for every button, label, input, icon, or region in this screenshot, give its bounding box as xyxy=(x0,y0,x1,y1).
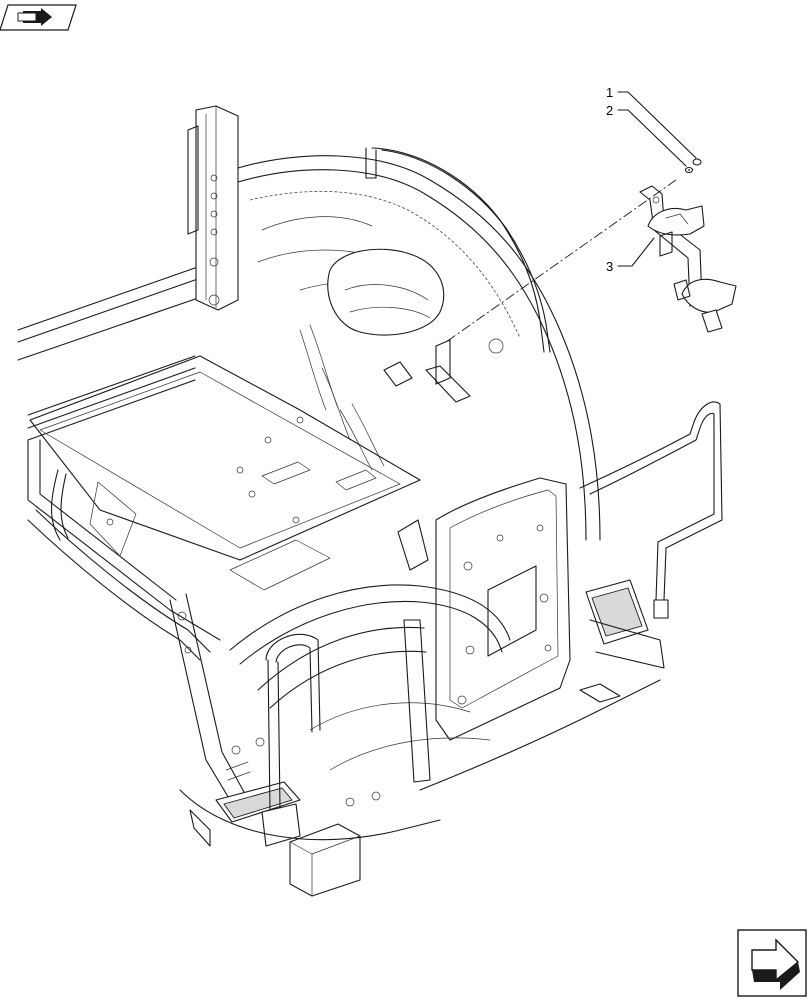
book-arrow-icon[interactable] xyxy=(0,4,77,31)
washer-part-2[interactable] xyxy=(684,166,694,174)
cab-frame xyxy=(17,105,723,897)
callout-3: 3 xyxy=(606,259,613,274)
leader-3 xyxy=(617,237,655,267)
leader-2 xyxy=(617,109,687,167)
leader-1 xyxy=(617,91,697,159)
callout-1: 1 xyxy=(606,85,613,100)
assembly-centerline xyxy=(445,179,677,343)
bracket-part-3[interactable] xyxy=(639,185,737,333)
fastener-part-1[interactable] xyxy=(692,158,702,166)
next-page-arrow-icon[interactable] xyxy=(737,929,807,997)
callout-2: 2 xyxy=(606,103,613,118)
